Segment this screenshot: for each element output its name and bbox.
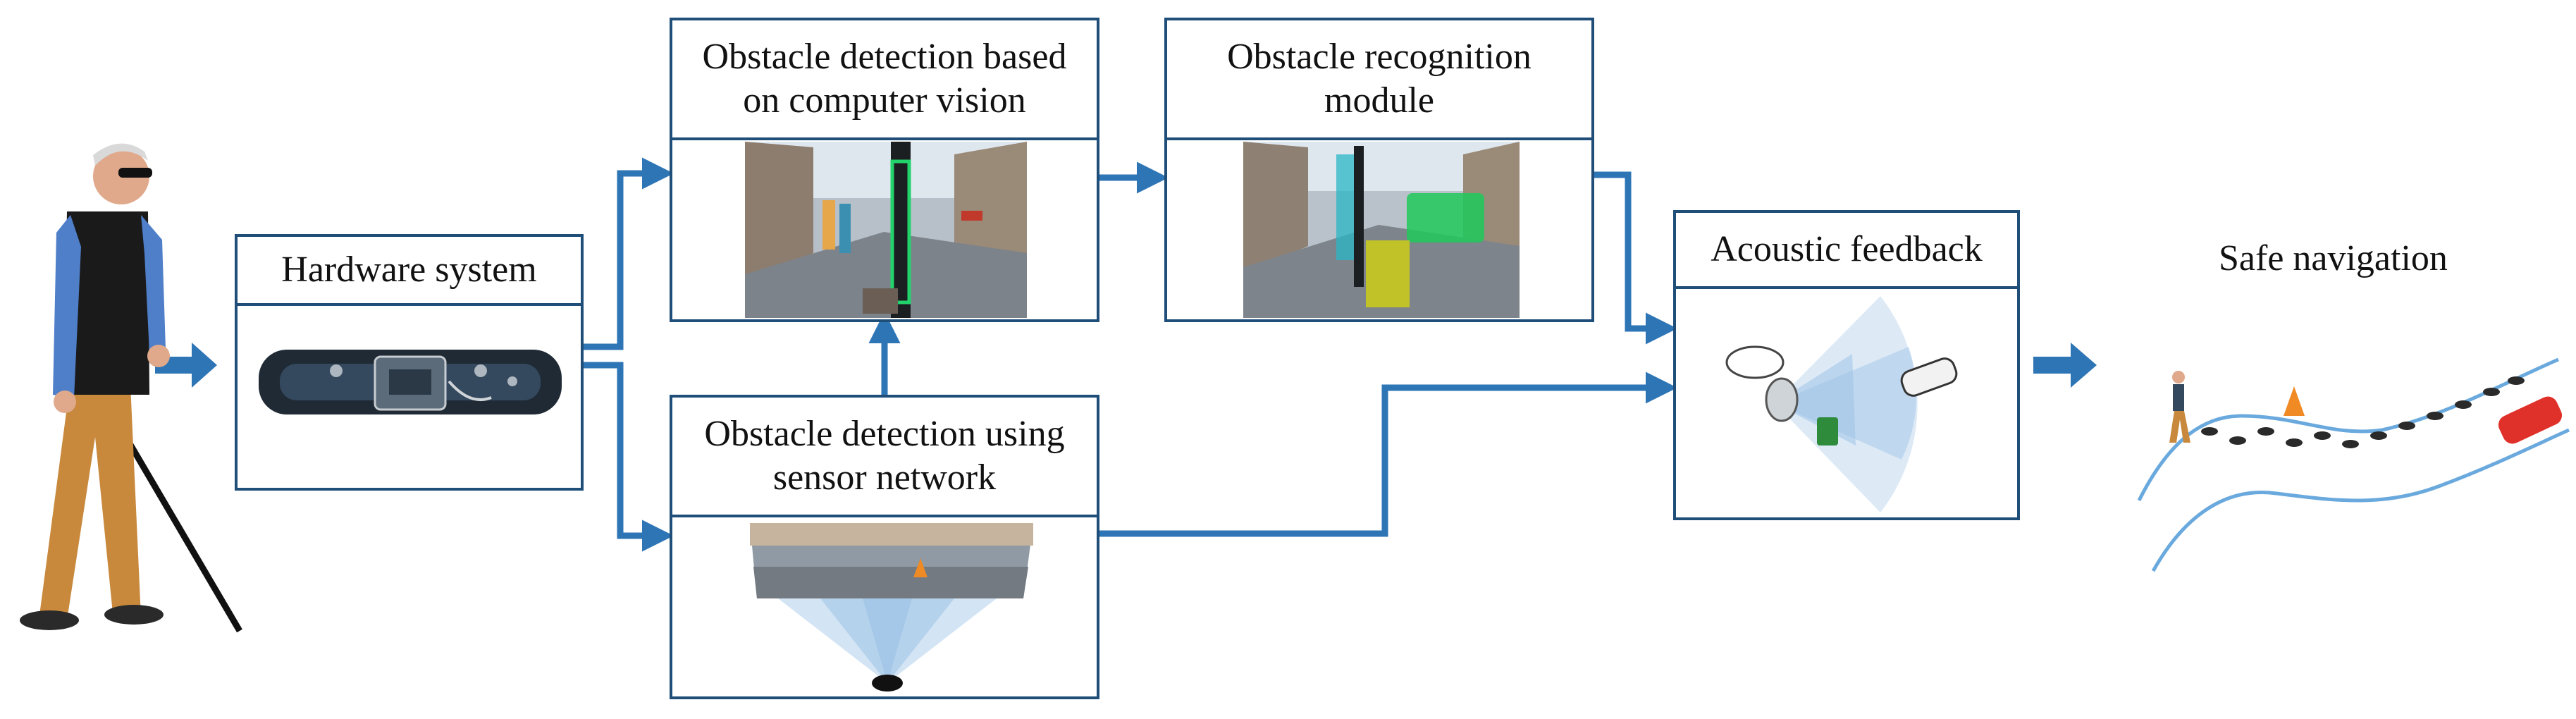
recognition-street-image	[1243, 142, 1520, 318]
navigation-walker-figure	[2169, 371, 2190, 443]
sensor-detection-title: Obstacle detection using sensor network	[672, 398, 1097, 517]
footprints	[2201, 376, 2525, 448]
arrow-sensor-to-acoustic	[1099, 371, 1677, 537]
acoustic-feedback-title: Acoustic feedback	[1676, 213, 2017, 289]
cv-detection-box: Obstacle detection based on computer vis…	[670, 18, 1099, 322]
hardware-belt-image	[259, 350, 562, 414]
cv-detection-title: Obstacle detection based on computer vis…	[672, 20, 1097, 140]
hardware-system-box: Hardware system	[235, 234, 584, 491]
safe-navigation-label: Safe navigation	[2219, 238, 2448, 278]
recognition-title: Obstacle recognition module	[1167, 20, 1591, 140]
person-figure	[20, 143, 242, 633]
arrow-acoustic-to-navigation	[2033, 343, 2097, 388]
red-car	[2498, 396, 2563, 444]
arrow-person-to-hardware	[155, 343, 217, 388]
traffic-cone	[2284, 386, 2305, 416]
acoustic-feedback-image	[1725, 296, 1958, 512]
arrow-hardware-to-sensor	[582, 362, 674, 552]
recognition-box: Obstacle recognition module	[1164, 18, 1594, 322]
sensor-network-image	[750, 523, 1033, 692]
acoustic-feedback-box: Acoustic feedback	[1673, 210, 2020, 520]
cv-street-image	[745, 142, 1027, 318]
hardware-system-title: Hardware system	[238, 237, 581, 306]
sensor-detection-box: Obstacle detection using sensor network	[670, 395, 1099, 699]
arrow-hardware-to-cv	[582, 157, 674, 350]
arrow-recognition-to-acoustic	[1594, 171, 1677, 345]
